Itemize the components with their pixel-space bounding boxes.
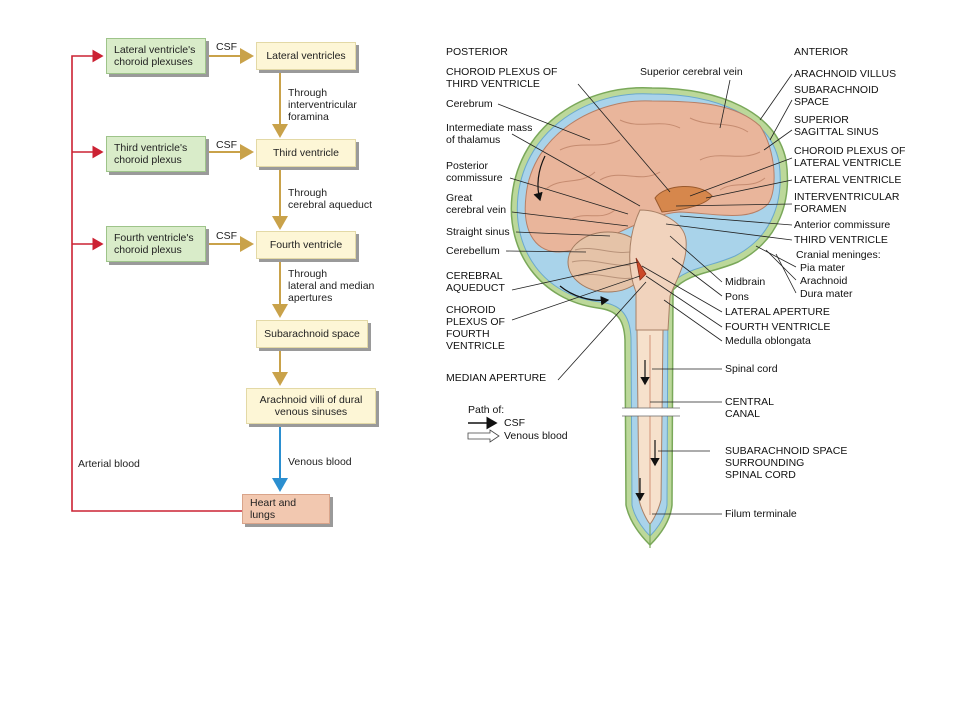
- csf-flow-arrows: [533, 155, 660, 502]
- source-third-choroid: Third ventricle's choroid plexus: [106, 136, 206, 172]
- label-midbrain: Midbrain: [725, 276, 766, 288]
- gyri-lines: [544, 117, 766, 221]
- label-cerebellum: Cerebellum: [446, 245, 500, 257]
- arterial-line: [71, 49, 242, 512]
- label-choroid-fourth: CHOROID PLEXUS OF FOURTH VENTRICLE: [446, 304, 505, 352]
- label-pons: Pons: [725, 291, 749, 303]
- label-posterior-commissure: Posterior commissure: [446, 160, 503, 184]
- label-cerebral-aqueduct: CEREBRAL AQUEDUCT: [446, 270, 505, 294]
- label-choroid-lateral: CHOROID PLEXUS OF LATERAL VENTRICLE: [794, 145, 906, 169]
- label-anterior-commissure: Anterior commissure: [794, 219, 891, 231]
- csf-label-1: CSF: [216, 41, 237, 53]
- label-cerebrum: Cerebrum: [446, 98, 493, 110]
- csf-label-2: CSF: [216, 139, 237, 151]
- connector-aqueduct: Through cerebral aqueduct: [288, 187, 373, 211]
- chain-lateral-ventricles: Lateral ventricles: [256, 42, 356, 70]
- label-filum-terminale: Filum terminale: [725, 508, 797, 520]
- label-median-aperture: MEDIAN APERTURE: [446, 372, 547, 384]
- source-lateral-choroid: Lateral ventricle's choroid plexuses: [106, 38, 206, 74]
- source-fourth-choroid: Fourth ventricle's choroid plexus: [106, 226, 206, 262]
- label-third-ventricle: THIRD VENTRICLE: [794, 234, 888, 246]
- label-posterior: POSTERIOR: [446, 46, 508, 58]
- legend-venous-arrow: [467, 429, 500, 443]
- csf-label-3: CSF: [216, 230, 237, 242]
- label-pia-mater: Pia mater: [800, 262, 845, 274]
- arterial-blood-label: Arterial blood: [78, 458, 140, 470]
- label-intermediate-mass: Intermediate mass of thalamus: [446, 122, 533, 146]
- label-dura-mater: Dura mater: [800, 288, 853, 300]
- label-superior-cerebral-vein: Superior cerebral vein: [640, 66, 743, 78]
- chain-subarachnoid-space: Subarachnoid space: [256, 320, 368, 348]
- legend-csf: CSF: [504, 417, 525, 429]
- label-subarachnoid-space: SUBARACHNOID SPACE: [794, 84, 879, 108]
- leader-lines: [497, 73, 797, 515]
- label-superior-sagittal-sinus: SUPERIOR SAGITTAL SINUS: [794, 114, 879, 138]
- connector-interventricular: Through interventricular foramina: [288, 87, 357, 123]
- chain-arachnoid-villi: Arachnoid villi of dural venous sinuses: [246, 388, 376, 424]
- fourth-ventricle-shape: [635, 257, 647, 281]
- label-spinal-cord: Spinal cord: [725, 363, 778, 375]
- label-great-cerebral-vein: Great cerebral vein: [446, 192, 507, 216]
- legend-venous: Venous blood: [504, 430, 568, 442]
- label-straight-sinus: Straight sinus: [446, 226, 510, 238]
- label-lateral-ventricle: LATERAL VENTRICLE: [794, 174, 902, 186]
- chain-fourth-ventricle: Fourth ventricle: [256, 231, 356, 259]
- label-fourth-ventricle: FOURTH VENTRICLE: [725, 321, 831, 333]
- connector-apertures: Through lateral and median apertures: [288, 268, 375, 304]
- venous-blood-label: Venous blood: [288, 456, 352, 468]
- brainstem: [629, 209, 687, 331]
- heart-and-lungs-box: Heart and lungs: [242, 494, 330, 524]
- label-interventricular-foramen: INTERVENTRICULAR FORAMEN: [794, 191, 900, 215]
- label-choroid-third: CHOROID PLEXUS OF THIRD VENTRICLE: [446, 66, 558, 90]
- label-subarachnoid-cord: SUBARACHNOID SPACE SURROUNDING SPINAL CO…: [725, 445, 848, 481]
- label-cranial-meninges: Cranial meninges:: [796, 249, 881, 261]
- label-anterior: ANTERIOR: [794, 46, 849, 58]
- label-arachnoid-villus: ARACHNOID VILLUS: [794, 68, 897, 80]
- label-central-canal: CENTRAL CANAL: [725, 396, 775, 420]
- label-arachnoid: Arachnoid: [800, 275, 848, 287]
- label-lateral-aperture: LATERAL APERTURE: [725, 306, 830, 318]
- cord-break: [622, 408, 680, 416]
- chain-third-ventricle: Third ventricle: [256, 139, 356, 167]
- label-medulla-oblongata: Medulla oblongata: [725, 335, 811, 347]
- legend-title: Path of:: [468, 404, 505, 416]
